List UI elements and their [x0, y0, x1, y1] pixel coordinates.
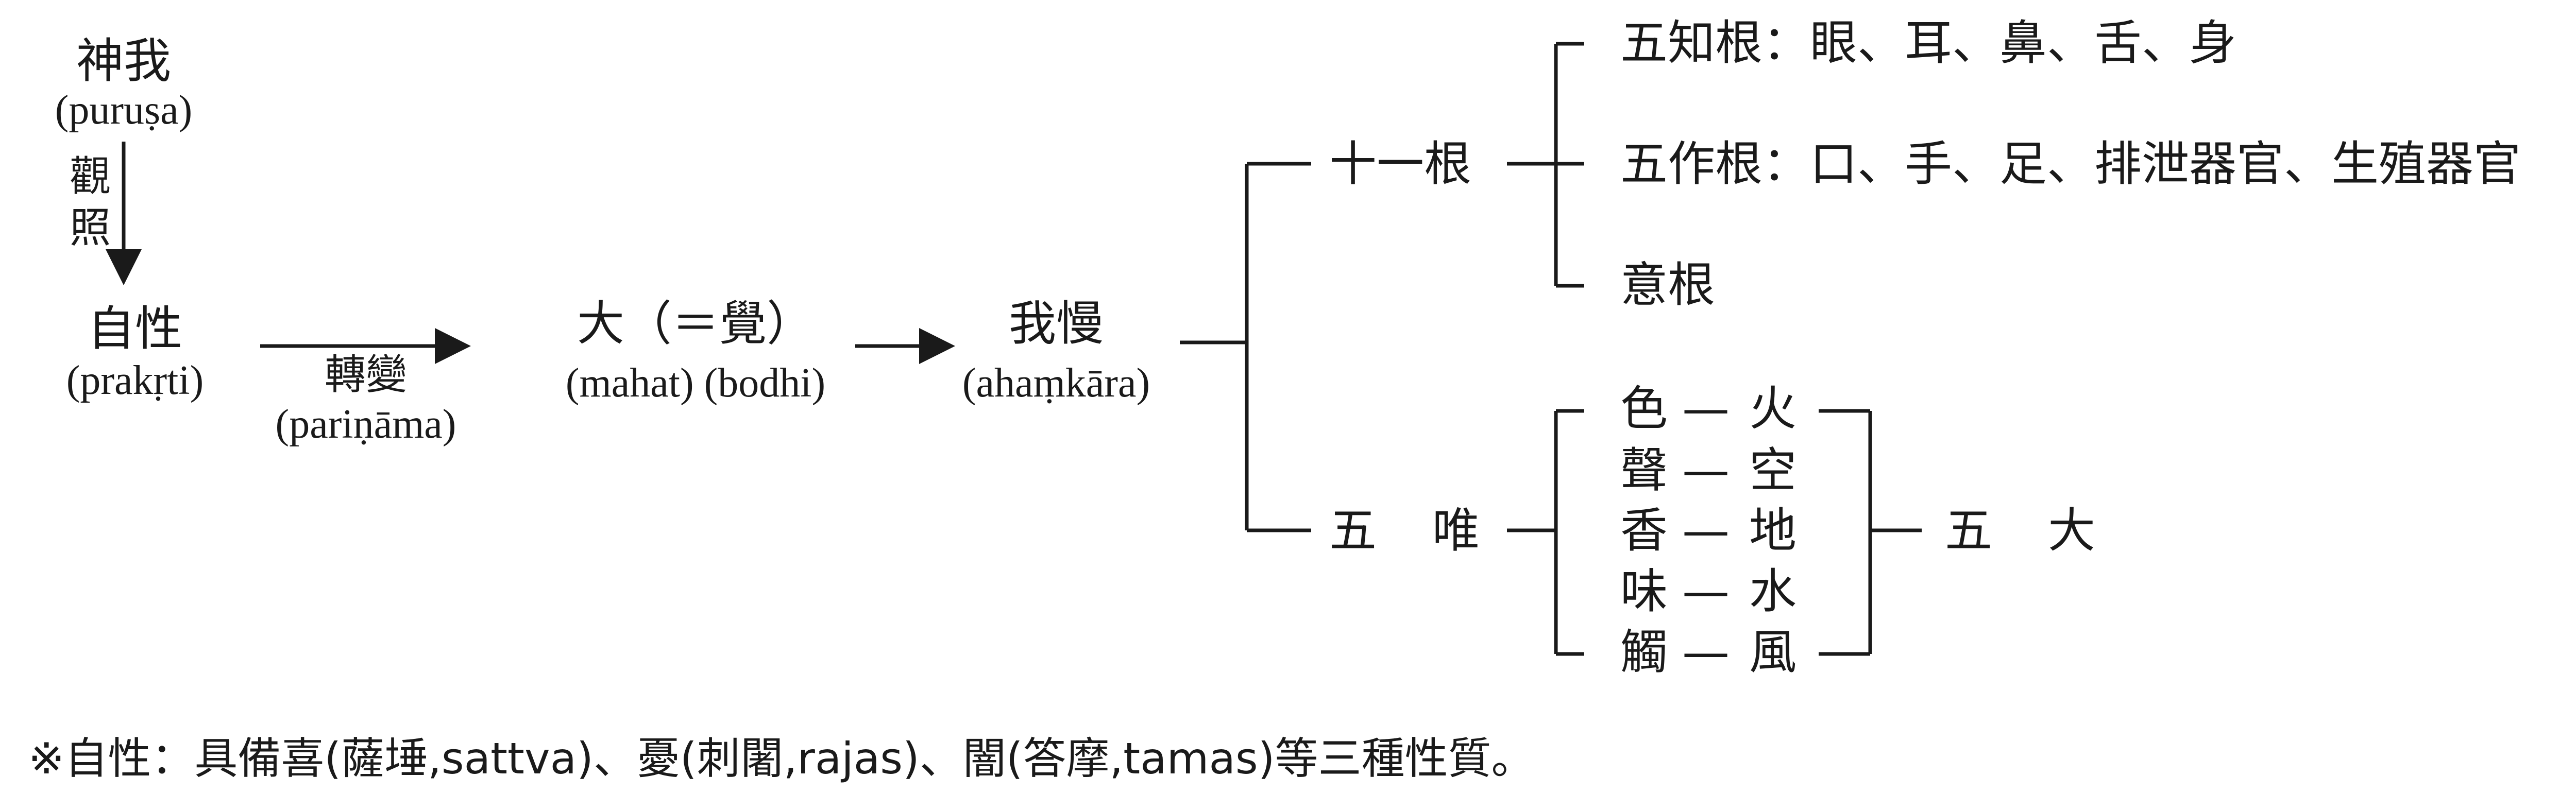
pair-left: 色	[1620, 381, 1668, 436]
five-action-roots-label: 五作根：口、手、足、排泄器官、生殖器官	[1620, 136, 2521, 192]
pair-right: 地	[1749, 503, 1797, 558]
transformation-latin: (pariṇāma)	[276, 402, 456, 447]
purusa-label: 神我	[76, 33, 171, 89]
prakrti-label: 自性	[88, 301, 182, 356]
pair-dash: —	[1682, 443, 1730, 498]
pair-left: 味	[1620, 564, 1668, 619]
footnote: ※自性：具備喜(薩埵,sattva)、憂(刺闍,rajas)、闇(答摩,tama…	[28, 733, 1534, 784]
pair-left: 觸	[1620, 625, 1668, 680]
five-great-label-char1: 五	[1945, 503, 1992, 558]
five-subtle-label-char2: 唯	[1432, 503, 1480, 558]
pair-row: 觸 — 風	[1620, 625, 1797, 680]
mahat-latin: (mahat) (bodhi)	[566, 360, 825, 406]
transformation-label: 轉變	[325, 351, 407, 399]
pair-dash: —	[1682, 625, 1730, 680]
eleven-roots-label: 十一根	[1329, 136, 1471, 192]
pair-right: 火	[1749, 381, 1797, 436]
pair-row: 味 — 水	[1620, 564, 1797, 619]
pair-right: 水	[1749, 564, 1797, 619]
pair-right: 風	[1749, 625, 1797, 680]
five-knowledge-roots-label: 五知根：眼、耳、鼻、舌、身	[1620, 15, 2236, 71]
mahat-label: 大（＝覺）	[577, 296, 814, 351]
pair-row: 聲 — 空	[1620, 443, 1797, 498]
pair-left: 香	[1620, 503, 1668, 558]
purusa-latin: (puruṣa)	[55, 88, 193, 133]
ahamkara-latin: (ahaṃkāra)	[962, 360, 1150, 406]
pair-dash: —	[1682, 564, 1730, 619]
pair-right: 空	[1749, 443, 1797, 498]
pair-dash: —	[1682, 381, 1730, 436]
observe-label-char1: 觀	[70, 152, 111, 200]
pair-dash: —	[1682, 503, 1730, 558]
mind-root-label: 意根	[1620, 257, 1715, 313]
five-subtle-label-char1: 五	[1329, 503, 1377, 558]
ahamkara-label: 我慢	[1009, 296, 1104, 351]
five-great-label-char2: 大	[2048, 503, 2095, 558]
observe-label-char2: 照	[70, 204, 111, 252]
prakrti-latin: (prakṛti)	[66, 358, 204, 403]
pair-row: 色 — 火	[1620, 381, 1797, 436]
pair-row: 香 — 地	[1620, 503, 1797, 558]
pair-left: 聲	[1620, 443, 1668, 498]
